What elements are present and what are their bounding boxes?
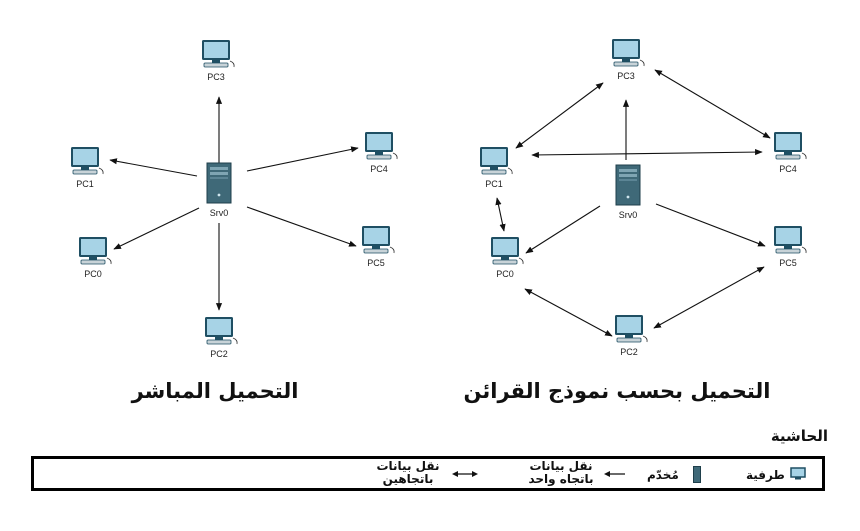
legend-one-way-line1: نقل بيانات xyxy=(529,459,593,473)
legend-two-way-line2: باتجاهين xyxy=(382,472,434,486)
edge-direct-srv0-pc4 xyxy=(246,146,359,172)
pc-node-ring-pc0: PC0 xyxy=(491,237,524,279)
computer-monitor-icon xyxy=(790,467,806,480)
edge-ring-srv0-pc0 xyxy=(525,205,601,254)
server-node-ring: Srv0 xyxy=(615,164,641,220)
pc-label: PC2 xyxy=(620,347,638,357)
edge-ring-pc1-pc4 xyxy=(531,149,763,158)
server-tower-icon xyxy=(615,164,641,206)
edge-direct-srv0-pc1 xyxy=(109,158,198,177)
pc-node-direct-pc3: PC3 xyxy=(202,40,235,82)
computer-monitor-icon xyxy=(480,147,513,175)
computer-monitor-icon xyxy=(79,237,112,265)
edge-ring-pc5-pc2 xyxy=(653,266,765,329)
pc-node-ring-pc1: PC1 xyxy=(480,147,513,189)
pc-label: PC0 xyxy=(496,269,514,279)
server-tower-icon xyxy=(693,466,701,483)
edge-direct-srv0-pc0 xyxy=(113,207,200,250)
pc-node-direct-pc1: PC1 xyxy=(71,147,104,189)
pc-node-direct-pc2: PC2 xyxy=(205,317,238,359)
edge-ring-pc1-pc0 xyxy=(495,197,506,232)
pc-node-direct-pc0: PC0 xyxy=(79,237,112,279)
computer-monitor-icon xyxy=(612,39,645,67)
legend-two-way-label: نقل بيانات باتجاهين xyxy=(369,460,447,486)
pc-node-ring-pc4: PC4 xyxy=(774,132,807,174)
legend-heading: الحاشية xyxy=(770,427,828,445)
pc-label: PC4 xyxy=(779,164,797,174)
pc-label: PC1 xyxy=(485,179,503,189)
title-direct-model: التحميل المباشر xyxy=(131,379,299,403)
legend-terminal-label: طرفية xyxy=(746,468,785,482)
computer-monitor-icon xyxy=(202,40,235,68)
computer-monitor-icon xyxy=(774,132,807,160)
server-label: Srv0 xyxy=(210,208,229,218)
pc-node-direct-pc5: PC5 xyxy=(362,226,395,268)
pc-node-ring-pc5: PC5 xyxy=(774,226,807,268)
server-node-direct: Srv0 xyxy=(206,162,232,218)
pc-label: PC3 xyxy=(617,71,635,81)
edge-ring-pc3-pc4 xyxy=(654,69,771,139)
edge-ring-srv0-pc5 xyxy=(655,203,766,247)
computer-monitor-icon xyxy=(774,226,807,254)
pc-label: PC1 xyxy=(76,179,94,189)
pc-label: PC5 xyxy=(367,258,385,268)
pc-label: PC4 xyxy=(370,164,388,174)
pc-node-ring-pc3: PC3 xyxy=(612,39,645,81)
pc-node-ring-pc2: PC2 xyxy=(615,315,648,357)
edge-ring-pc1-pc3 xyxy=(515,82,604,149)
pc-label: PC2 xyxy=(210,349,228,359)
computer-monitor-icon xyxy=(362,226,395,254)
legend-one-way-label: نقل بيانات باتجاه واحد xyxy=(522,460,600,486)
edge-direct-srv0-pc5 xyxy=(246,206,357,247)
computer-monitor-icon xyxy=(491,237,524,265)
computer-monitor-icon xyxy=(205,317,238,345)
computer-monitor-icon xyxy=(615,315,648,343)
arrow-left-icon xyxy=(604,471,625,477)
arrow-left-right-icon xyxy=(452,471,478,477)
legend-box: طرفية مُخدّم نقل بيانات باتجاه واحد نقل … xyxy=(31,456,825,491)
legend-server-label: مُخدّم xyxy=(647,468,679,482)
pc-label: PC3 xyxy=(207,72,225,82)
computer-monitor-icon xyxy=(365,132,398,160)
title-ring-model: التحميل بحسب نموذج القرائن xyxy=(463,379,770,404)
server-tower-icon xyxy=(206,162,232,204)
legend-two-way-line1: نقل بيانات xyxy=(376,459,440,473)
server-label: Srv0 xyxy=(619,210,638,220)
pc-label: PC0 xyxy=(84,269,102,279)
pc-label: PC5 xyxy=(779,258,797,268)
edge-ring-pc0-pc2 xyxy=(524,288,613,337)
computer-monitor-icon xyxy=(71,147,104,175)
legend-one-way-line2: باتجاه واحد xyxy=(528,472,594,486)
pc-node-direct-pc4: PC4 xyxy=(365,132,398,174)
